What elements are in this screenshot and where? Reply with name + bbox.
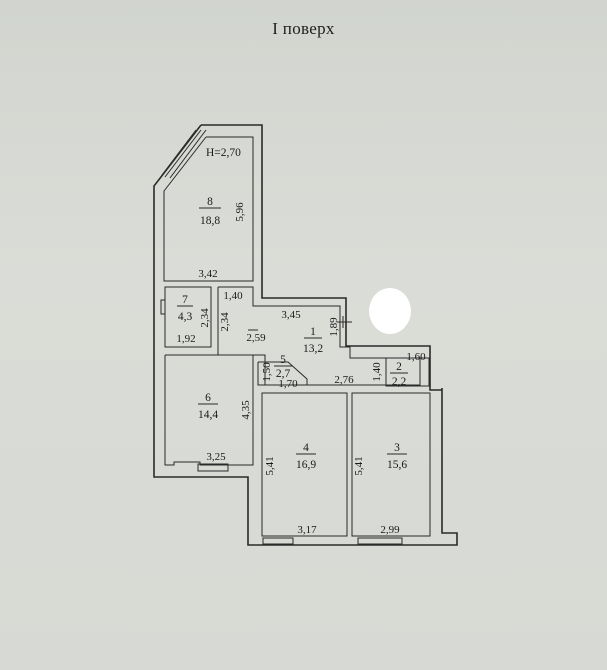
room-number: 1 xyxy=(310,326,316,338)
window-room-4 xyxy=(262,537,294,545)
room-area: 14,4 xyxy=(198,409,218,421)
dimension-label: 1,50 xyxy=(261,362,273,382)
dimension-label: 3,45 xyxy=(281,309,301,321)
room-2-outline xyxy=(385,357,430,387)
room-number: 8 xyxy=(207,196,213,208)
ceiling-height-label: H=2,70 xyxy=(206,147,241,159)
dimension-label: 1,70 xyxy=(278,378,298,390)
room-area: 18,8 xyxy=(200,215,220,227)
room-number: 5 xyxy=(280,354,286,366)
dimension-label: 1,40 xyxy=(371,362,383,382)
window-room-7 xyxy=(160,299,166,315)
outer-walls xyxy=(153,124,458,546)
room-1-outline xyxy=(217,286,421,386)
dimension-label: 2,59 xyxy=(246,332,266,344)
room-boundaries xyxy=(160,136,431,545)
dimension-labels: 5,96 3,42 2,34 1,92 1,40 2,34 3,45 1,89 … xyxy=(176,202,426,536)
dimension-label: 1,92 xyxy=(176,333,195,345)
window-room-3 xyxy=(357,537,403,545)
dimension-label: 3,25 xyxy=(206,451,226,463)
dimension-label: 1,40 xyxy=(223,290,243,302)
room-area: 15,6 xyxy=(387,459,407,471)
room-area: 4,3 xyxy=(178,311,193,323)
dimension-label: 5,96 xyxy=(234,202,246,222)
dimension-label: 4,35 xyxy=(240,400,252,420)
room-5-outline xyxy=(257,361,308,386)
room-number: 7 xyxy=(182,294,188,306)
room-4-outline xyxy=(261,392,348,537)
room-area: 13,2 xyxy=(303,343,323,355)
room-8-outline xyxy=(163,136,254,282)
room-number: 2 xyxy=(396,361,402,373)
room-3-outline xyxy=(351,392,431,537)
dimension-label: 2,76 xyxy=(334,374,354,386)
dimension-label: 2,99 xyxy=(380,524,400,536)
dimension-label: 5,41 xyxy=(353,456,365,475)
dimension-label: 3,17 xyxy=(297,524,317,536)
room-labels: 8 18,8 7 4,3 1 13,2 5 2,7 2 2,2 6 14,4 4… xyxy=(177,196,408,471)
dimension-label: 3,42 xyxy=(198,268,217,280)
dimension-label: 1,60 xyxy=(406,351,426,363)
redaction-blot xyxy=(369,288,411,334)
room-area: 2,2 xyxy=(392,376,407,388)
dimension-label: 5,41 xyxy=(264,456,276,475)
room-number: 3 xyxy=(394,442,400,454)
window-room-6 xyxy=(197,463,229,472)
floor-title: I поверх xyxy=(272,19,335,38)
room-area: 16,9 xyxy=(296,459,316,471)
dimension-label: 1,89 xyxy=(328,317,340,337)
room-number: 6 xyxy=(205,392,211,404)
room-7-outline xyxy=(164,286,212,348)
room-6-outline xyxy=(164,354,254,466)
dimension-label: 2,34 xyxy=(219,312,231,332)
dimension-label: 2,34 xyxy=(199,308,211,328)
room-area: 2,7 xyxy=(276,368,291,380)
room-number: 4 xyxy=(303,442,309,454)
